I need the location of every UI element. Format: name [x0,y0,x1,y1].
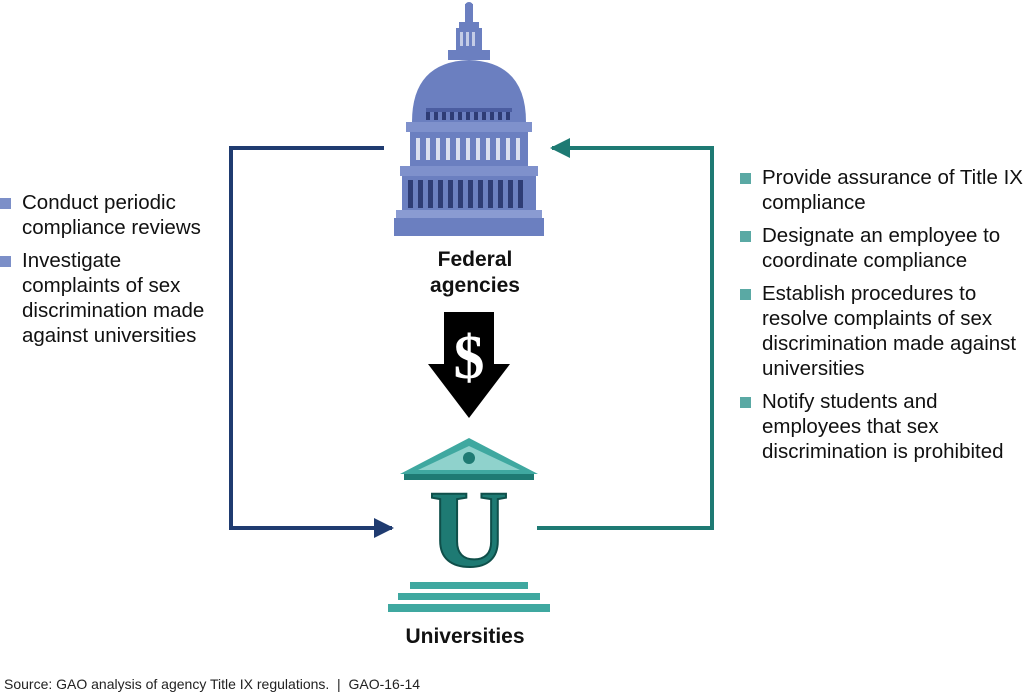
list-item: Designate an employee to coordinate comp… [740,223,1024,273]
list-item: Provide assurance of Title IX compliance [740,165,1024,215]
universities-text: Universities [405,625,525,648]
universities-label: Universities [380,624,550,650]
square-bullet-icon [740,173,751,184]
university-letter: U [429,468,508,590]
square-bullet-icon [740,289,751,300]
square-bullet-icon [740,397,751,408]
square-bullet-icon [740,231,751,242]
source-note: Source: GAO analysis of agency Title IX … [4,676,421,692]
oversight-arrow [229,146,394,538]
dollar-sign-icon: $ [428,312,510,418]
list-item: Notify students and employees that sex d… [740,389,1024,464]
list-item-text: Investigate complaints of sex discrimina… [22,249,205,347]
list-item: Conduct periodic compliance reviews [0,190,215,240]
federal-agencies-text: Federal agencies [430,248,520,297]
federal-responsibilities-list: Conduct periodic compliance reviews Inve… [0,190,215,356]
square-bullet-icon [0,198,11,209]
list-item: Establish procedures to resolve complain… [740,281,1024,381]
money-symbol: $ [454,324,485,392]
capitol-building-icon [394,2,544,236]
compliance-arrow [537,138,714,530]
federal-agencies-label: Federal agencies [390,247,560,299]
list-item-text: Notify students and employees that sex d… [762,390,1004,463]
list-item-text: Establish procedures to resolve complain… [762,282,1017,380]
list-item-text: Designate an employee to coordinate comp… [762,224,1001,272]
university-building-icon: U [388,438,550,612]
list-item-text: Provide assurance of Title IX compliance [762,166,1023,214]
university-responsibilities-list: Provide assurance of Title IX compliance… [740,165,1024,472]
list-item: Investigate complaints of sex discrimina… [0,248,215,348]
square-bullet-icon [0,256,11,267]
list-item-text: Conduct periodic compliance reviews [22,191,201,239]
